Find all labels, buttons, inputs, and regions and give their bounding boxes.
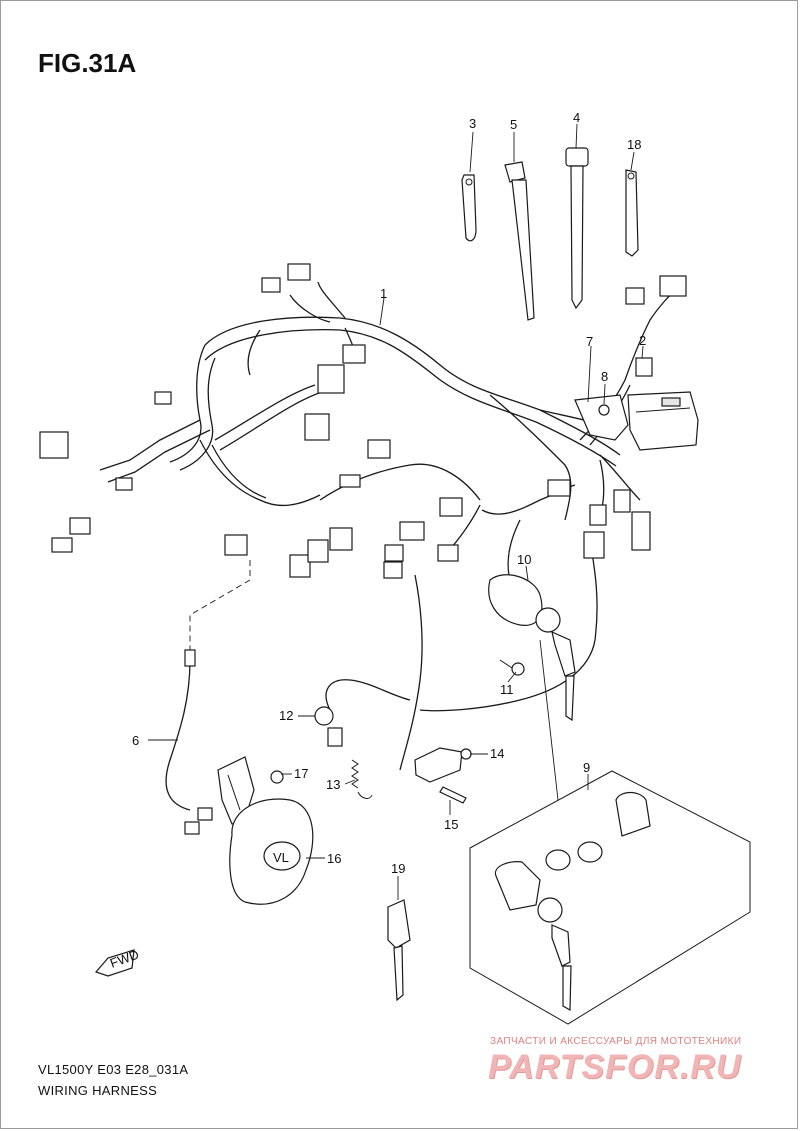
callout-16: 16 bbox=[327, 851, 341, 866]
callout-6: 6 bbox=[132, 733, 139, 748]
callout-17: 17 bbox=[294, 766, 308, 781]
leader-lock-set bbox=[539, 639, 559, 801]
leader-harness-6 bbox=[189, 560, 251, 650]
connector-mid-b bbox=[399, 521, 425, 541]
callout-13: 13 bbox=[326, 777, 340, 792]
connector-top-left-a bbox=[261, 277, 281, 293]
fwd-arrow-icon bbox=[94, 949, 135, 977]
callout-19: 19 bbox=[391, 861, 405, 876]
connector-lower-b bbox=[289, 554, 311, 578]
brake-switch-part[interactable] bbox=[414, 747, 472, 783]
connector-lower-c bbox=[307, 539, 329, 563]
relay-boot bbox=[317, 364, 345, 394]
connector-left-mid bbox=[115, 477, 133, 491]
connector-mid-c bbox=[384, 544, 404, 562]
watermark-caption: ЗАПЧАСТИ И АКСЕССУАРЫ ДЛЯ МОТОТЕХНИКИ bbox=[490, 1036, 742, 1047]
callout-18: 18 bbox=[627, 137, 641, 152]
callout-4: 4 bbox=[573, 110, 580, 125]
harness-connectors[interactable] bbox=[39, 263, 687, 579]
connector-center-top bbox=[342, 344, 366, 364]
callout-2: 2 bbox=[639, 333, 646, 348]
callout-15: 15 bbox=[444, 817, 458, 832]
connector-right-e bbox=[583, 531, 605, 559]
callout-14: 14 bbox=[490, 746, 504, 761]
callout-7: 7 bbox=[586, 334, 593, 349]
connector-top-right-a bbox=[659, 275, 687, 297]
callout-1: 1 bbox=[380, 286, 387, 301]
cable-strap-part[interactable] bbox=[461, 174, 477, 242]
connector-mid-e bbox=[383, 561, 403, 579]
clamp-part[interactable] bbox=[504, 161, 535, 321]
connector-right-a bbox=[547, 479, 571, 497]
connector-cap bbox=[339, 474, 361, 488]
callout-numbers: 1 2 3 4 5 6 7 8 9 10 11 12 13 14 15 16 1… bbox=[132, 110, 646, 876]
horn-emblem: VL bbox=[273, 850, 289, 865]
ignition-switch-part[interactable] bbox=[488, 574, 576, 722]
clamp-18-part[interactable] bbox=[625, 169, 639, 257]
connector-lower-a bbox=[224, 534, 248, 556]
connector-mid-a bbox=[439, 497, 463, 517]
lock-set-box[interactable] bbox=[469, 770, 751, 1025]
cable-tie-part[interactable] bbox=[565, 147, 589, 310]
connector-top-left-b bbox=[287, 263, 311, 281]
sub-wiring-harness-part[interactable] bbox=[165, 649, 213, 835]
connector-right-c bbox=[613, 489, 631, 513]
callout-10: 10 bbox=[517, 552, 531, 567]
callout-8: 8 bbox=[601, 369, 608, 384]
watermark-logo: PARTSFOR.RU bbox=[488, 1048, 742, 1086]
callout-9: 9 bbox=[583, 760, 590, 775]
connector-mid-d bbox=[437, 544, 459, 562]
connector-center-right bbox=[367, 439, 391, 459]
screw-8-part[interactable] bbox=[598, 404, 610, 416]
spring-part[interactable] bbox=[351, 759, 373, 799]
connector-left-large bbox=[39, 431, 69, 459]
horn-part[interactable] bbox=[229, 798, 314, 905]
model-code: VL1500Y E03 E28_031A bbox=[38, 1062, 189, 1077]
connector-left-lower-a bbox=[69, 517, 91, 535]
key-part[interactable] bbox=[387, 899, 411, 1002]
fuse-part[interactable] bbox=[635, 357, 653, 377]
neutral-switch-part[interactable] bbox=[314, 679, 411, 747]
connector-right-d bbox=[631, 511, 651, 551]
callout-3: 3 bbox=[469, 116, 476, 131]
bolt-11-part[interactable] bbox=[499, 659, 525, 676]
connector-top-right-b bbox=[625, 287, 645, 305]
callout-12: 12 bbox=[279, 708, 293, 723]
connector-left-small bbox=[154, 391, 172, 405]
callout-5: 5 bbox=[510, 117, 517, 132]
fuse-box-bracket-part[interactable] bbox=[574, 394, 629, 441]
screw-15-part[interactable] bbox=[439, 786, 467, 804]
connector-right-b bbox=[589, 504, 607, 526]
bolt-17-part[interactable] bbox=[270, 770, 284, 784]
callout-11: 11 bbox=[500, 682, 514, 697]
section-name: WIRING HARNESS bbox=[38, 1083, 158, 1098]
figure-title: FIG.31A bbox=[38, 48, 137, 78]
connector-left-lower-b bbox=[51, 537, 73, 553]
connector-lower-d bbox=[329, 527, 353, 551]
fuse-box-part[interactable] bbox=[627, 391, 699, 451]
connector-center-square bbox=[304, 413, 330, 441]
leader-lines bbox=[148, 123, 644, 900]
